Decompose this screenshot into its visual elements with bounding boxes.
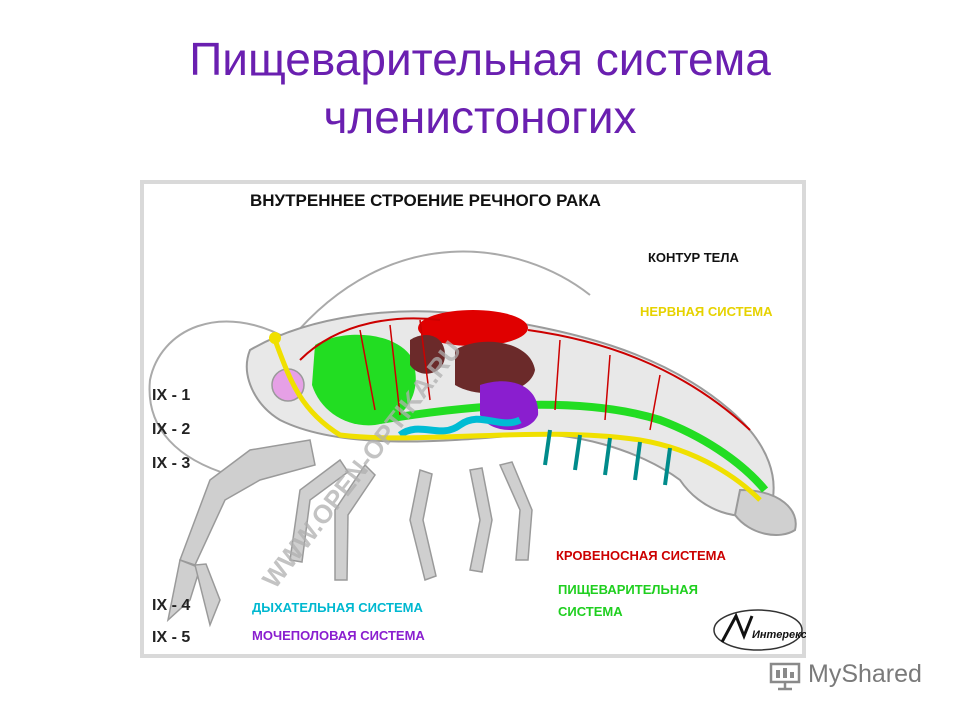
crayfish-diagram: WWW.OPEN-OPTIKA.RU ВНУТРЕННЕЕ СТРОЕНИЕ Р… [140,180,806,658]
swimmeret-1 [543,429,552,466]
label-respiratory: ДЫХАТЕЛЬНАЯ СИСТЕМА [252,600,423,615]
walking-leg-2 [334,463,376,581]
slide-title-line2: членистоногих [323,91,637,143]
label-digestive-2: СИСТЕМА [558,604,623,619]
intestine [379,400,769,493]
walking-leg-3 [409,469,437,581]
claw-pincer-a [166,558,201,623]
leg-label-2: IX - 2 [152,421,190,438]
walking-leg-5 [498,461,533,561]
blood-vessels-dorsal [299,317,751,431]
leg-label-1: IX - 1 [152,387,190,404]
publisher-logo-text: Интерекс [752,629,806,641]
tail-fan [733,488,797,536]
heart [418,310,528,346]
presentation-board-icon [769,662,801,691]
antenna-left [148,320,291,476]
blood-vessels-branches [359,319,661,431]
leg-label-5: IX - 5 [152,629,190,646]
slide-title: Пищеварительная система членистоногих [0,30,960,146]
publisher-logo: Интерекс [713,609,806,651]
legs-group [166,439,533,628]
swimmeret-5 [663,447,672,486]
nerve-cord [272,339,762,502]
swimmeret-2 [573,434,582,471]
figure-heading: ВНУТРЕННЕЕ СТРОЕНИЕ РЕЧНОГО РАКА [250,191,601,210]
label-digestive-1: ПИЩЕВАРИТЕЛЬНАЯ [558,582,698,597]
crayfish-diagram-svg: WWW.OPEN-OPTIKA.RU ВНУТРЕННЕЕ СТРОЕНИЕ Р… [144,184,806,654]
walking-leg-4 [469,467,493,573]
myshared-brand: MyShared [768,656,948,696]
leg-label-3: IX - 3 [152,455,190,472]
organ-gland-2 [455,341,535,394]
claw-pincer-b [194,563,221,628]
walking-leg-1 [289,458,350,563]
label-body-contour: КОНТУР ТЕЛА [648,250,739,265]
publisher-logo-mark [720,612,754,643]
brand-text: MyShared [808,660,922,688]
leg-label-4: IX - 4 [152,597,190,614]
label-urogenital: МОЧЕПОЛОВАЯ СИСТЕМА [252,628,425,643]
urogenital-organ [480,381,539,430]
antenna-top [289,250,591,341]
organ-gland-1 [410,335,445,374]
gills [397,415,522,438]
swimmeret-4 [633,441,642,481]
label-nervous: НЕРВНАЯ СИСТЕМА [640,304,773,319]
label-circulatory: КРОВЕНОСНАЯ СИСТЕМА [556,548,726,563]
stomach [312,334,416,426]
swimmerets [543,429,672,486]
brain-ganglion [269,332,281,344]
slide-title-line1: Пищеварительная система [189,33,771,85]
swimmeret-3 [603,437,612,476]
